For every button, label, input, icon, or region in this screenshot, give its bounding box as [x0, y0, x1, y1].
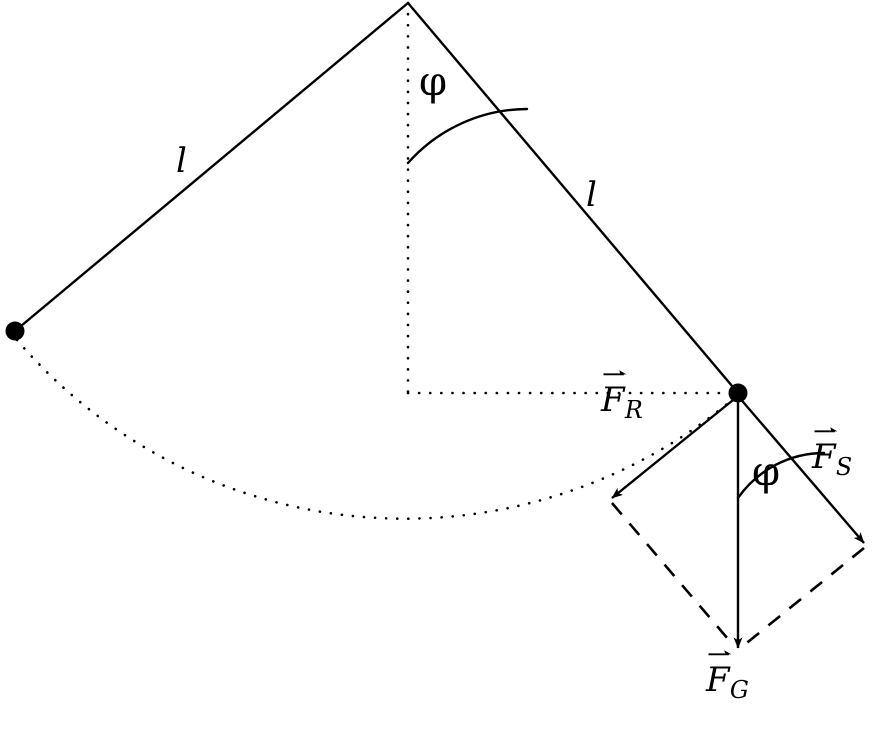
- angle-label-top: φ: [419, 59, 448, 105]
- force-gravity-label: F G: [706, 650, 749, 702]
- force-string-symbol: F: [812, 427, 838, 477]
- force-restoring-subscript: R: [624, 396, 643, 425]
- string-length-label-left: l: [176, 141, 187, 181]
- vector-arrow-icon: [603, 365, 627, 379]
- force-restoring-symbol: F: [601, 370, 627, 420]
- force-gravity-base: F: [706, 660, 730, 700]
- string-left: [13, 1, 410, 333]
- vector-arrow-icon: [708, 645, 732, 659]
- parallelogram-side-left: [611, 502, 735, 647]
- force-restoring-base: F: [601, 380, 625, 420]
- bob-left: [5, 321, 25, 341]
- force-string-base: F: [812, 437, 836, 477]
- force-restoring-label: F R: [601, 370, 643, 422]
- angle-arc-bottom: [736, 451, 826, 500]
- force-string-subscript: S: [835, 453, 853, 482]
- force-gravity-symbol: F: [706, 650, 732, 700]
- vector-arrow-icon: [814, 422, 838, 436]
- swing-path-dotted: [15, 338, 735, 520]
- angle-label-bottom: φ: [752, 449, 781, 495]
- vector-string-force: [737, 395, 865, 544]
- vector-restoring: [611, 395, 739, 499]
- string-right: [406, 1, 740, 395]
- force-gravity-subscript: G: [729, 676, 749, 705]
- parallelogram-side-right: [742, 546, 865, 648]
- bob-right: [728, 383, 748, 403]
- force-string-label: F S: [812, 427, 852, 479]
- string-length-label-right: l: [586, 175, 597, 215]
- angle-arc-top: [406, 107, 529, 165]
